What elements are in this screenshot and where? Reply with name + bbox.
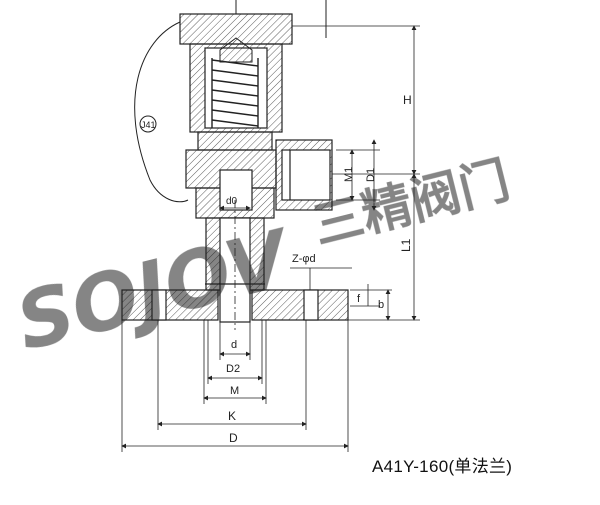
label-L1: L1	[399, 238, 413, 252]
label-M: M	[230, 385, 239, 397]
dim-bottom	[121, 320, 349, 452]
label-K: K	[228, 409, 236, 423]
label-f: f	[357, 293, 361, 305]
lead-seal-wire	[134, 21, 189, 203]
valve-body	[185, 149, 277, 219]
side-outlet	[275, 139, 333, 211]
label-b: b	[378, 299, 384, 311]
top-rod	[235, 0, 327, 38]
label-Z-phi-d: Z-φd	[292, 253, 316, 265]
drawing-caption: A41Y-160(单法兰)	[372, 457, 513, 476]
label-D: D	[229, 431, 238, 445]
lead-seal-label: J41	[141, 120, 156, 130]
dim-f-b	[350, 284, 392, 321]
inlet-pipe	[205, 200, 265, 330]
flange	[121, 283, 349, 321]
label-d: d	[231, 339, 237, 351]
label-d0: d0	[226, 196, 238, 207]
label-D1: D1	[365, 168, 377, 182]
spring-top-nut	[219, 37, 253, 63]
dim-L1	[348, 173, 420, 321]
valve-bonnet	[179, 13, 293, 151]
spring	[211, 58, 259, 128]
label-M1: M1	[343, 167, 355, 182]
label-D2: D2	[226, 363, 240, 375]
label-H: H	[403, 93, 412, 107]
dim-bolt-holes	[290, 267, 352, 290]
watermark-brand: SOJOV	[8, 213, 302, 368]
dim-M1-D1	[336, 139, 380, 211]
